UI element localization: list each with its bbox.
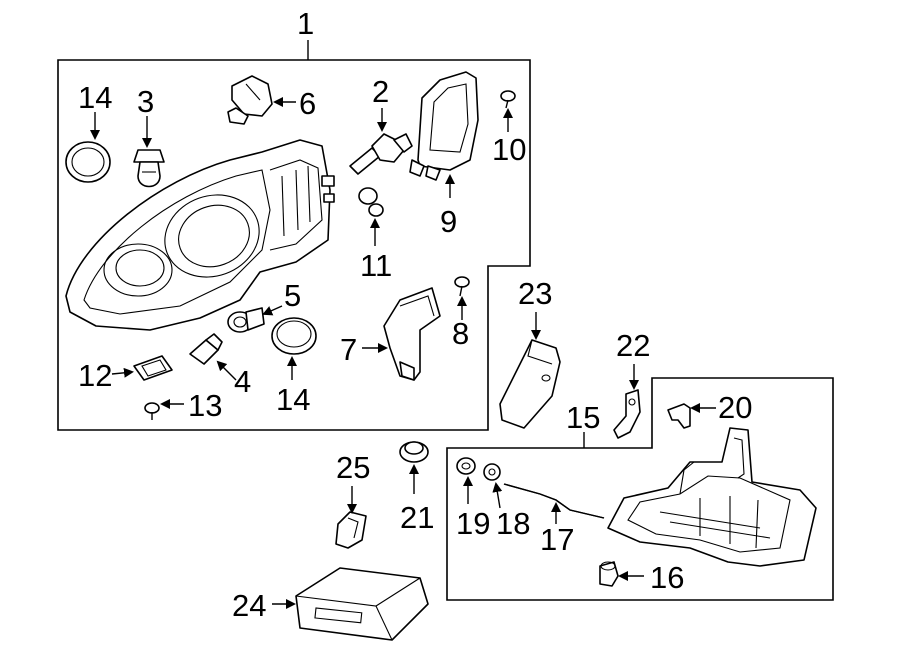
callout-12: 12 <box>78 358 112 393</box>
callout-10: 10 <box>492 132 526 167</box>
nut-16-part <box>600 562 618 586</box>
clip-11-part <box>359 188 383 216</box>
small-bulb-part <box>190 334 222 364</box>
callout-14-left: 14 <box>78 80 112 115</box>
clip-22-part <box>614 390 640 438</box>
callout-20: 20 <box>718 390 752 425</box>
leader-12 <box>112 372 132 374</box>
clip-25-part <box>336 512 366 548</box>
callout-7: 7 <box>340 332 357 367</box>
callout-11: 11 <box>360 248 392 283</box>
callout-6: 6 <box>299 86 316 121</box>
screw-10-part <box>501 91 515 108</box>
callout-24: 24 <box>232 588 266 623</box>
callout-14-right: 14 <box>276 382 310 417</box>
cap-ring-left-part <box>66 142 110 182</box>
socket-5-part <box>228 308 264 332</box>
screw-8-part <box>455 277 469 296</box>
bushing-19-part <box>457 458 475 474</box>
callout-4: 4 <box>234 364 251 399</box>
control-module-23-part <box>500 340 560 428</box>
callout-9: 9 <box>440 204 457 239</box>
callout-18: 18 <box>496 506 530 541</box>
callout-19: 19 <box>456 506 490 541</box>
hid-bulb-part <box>350 134 412 174</box>
washer-18-part <box>484 464 500 480</box>
callout-23: 23 <box>518 276 552 311</box>
callout-8: 8 <box>452 316 469 351</box>
callout-25: 25 <box>336 450 370 485</box>
callout-17: 17 <box>540 522 574 557</box>
leader-5 <box>264 306 282 314</box>
clip-20-part <box>668 404 690 428</box>
callout-5: 5 <box>284 278 301 313</box>
cap-ring-right-part <box>272 318 316 354</box>
pad-12-part <box>134 356 172 380</box>
rear-cover-part <box>410 72 478 180</box>
callout-15: 15 <box>566 400 600 435</box>
callout-13: 13 <box>188 388 222 423</box>
callout-22: 22 <box>616 328 650 363</box>
callout-2: 2 <box>372 74 389 109</box>
grommet-21-part <box>400 442 428 462</box>
bracket-7-part <box>384 288 440 380</box>
socket-6-part <box>228 76 272 124</box>
screw-13-part <box>145 403 159 420</box>
callout-3: 3 <box>137 84 154 119</box>
callout-1: 1 <box>297 6 314 41</box>
bulb-part <box>134 150 164 187</box>
callout-21: 21 <box>400 500 434 535</box>
ecu-module-24-part <box>296 568 428 640</box>
callout-16: 16 <box>650 560 684 595</box>
leader-18 <box>496 484 500 508</box>
